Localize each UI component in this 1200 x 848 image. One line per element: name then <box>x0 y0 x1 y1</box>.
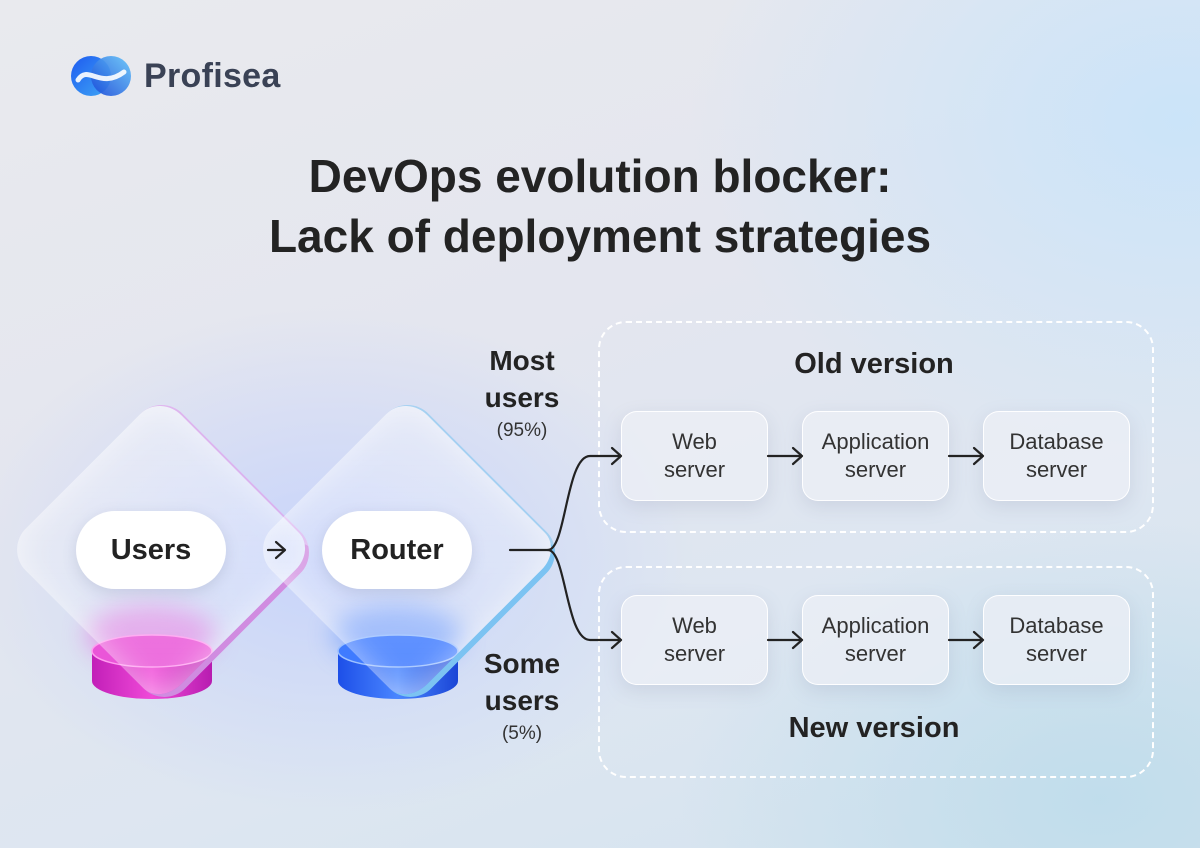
most-users-label: Most users (95%) <box>484 345 560 441</box>
new-version-box <box>598 566 1154 778</box>
new-version-label: New version <box>788 712 960 744</box>
users-node: Users <box>76 511 226 589</box>
profisea-logo-icon <box>71 56 131 96</box>
some-users-label: Some users (5%) <box>483 648 561 744</box>
old-version-label: Old version <box>794 348 954 380</box>
old-version-box <box>598 321 1154 533</box>
title-line-1: DevOps evolution blocker: <box>308 150 892 202</box>
router-pedestal-icon <box>337 634 459 699</box>
brand-name: Profisea <box>144 56 281 95</box>
users-pedestal-icon <box>91 634 213 699</box>
title-line-2: Lack of deployment strategies <box>268 210 932 262</box>
branch-to-new <box>546 548 622 642</box>
brand-logo: Profisea <box>70 54 281 98</box>
page-title: DevOps evolution blocker: Lack of deploy… <box>0 146 1200 266</box>
branch-to-old <box>546 454 622 552</box>
router-node: Router <box>322 511 472 589</box>
